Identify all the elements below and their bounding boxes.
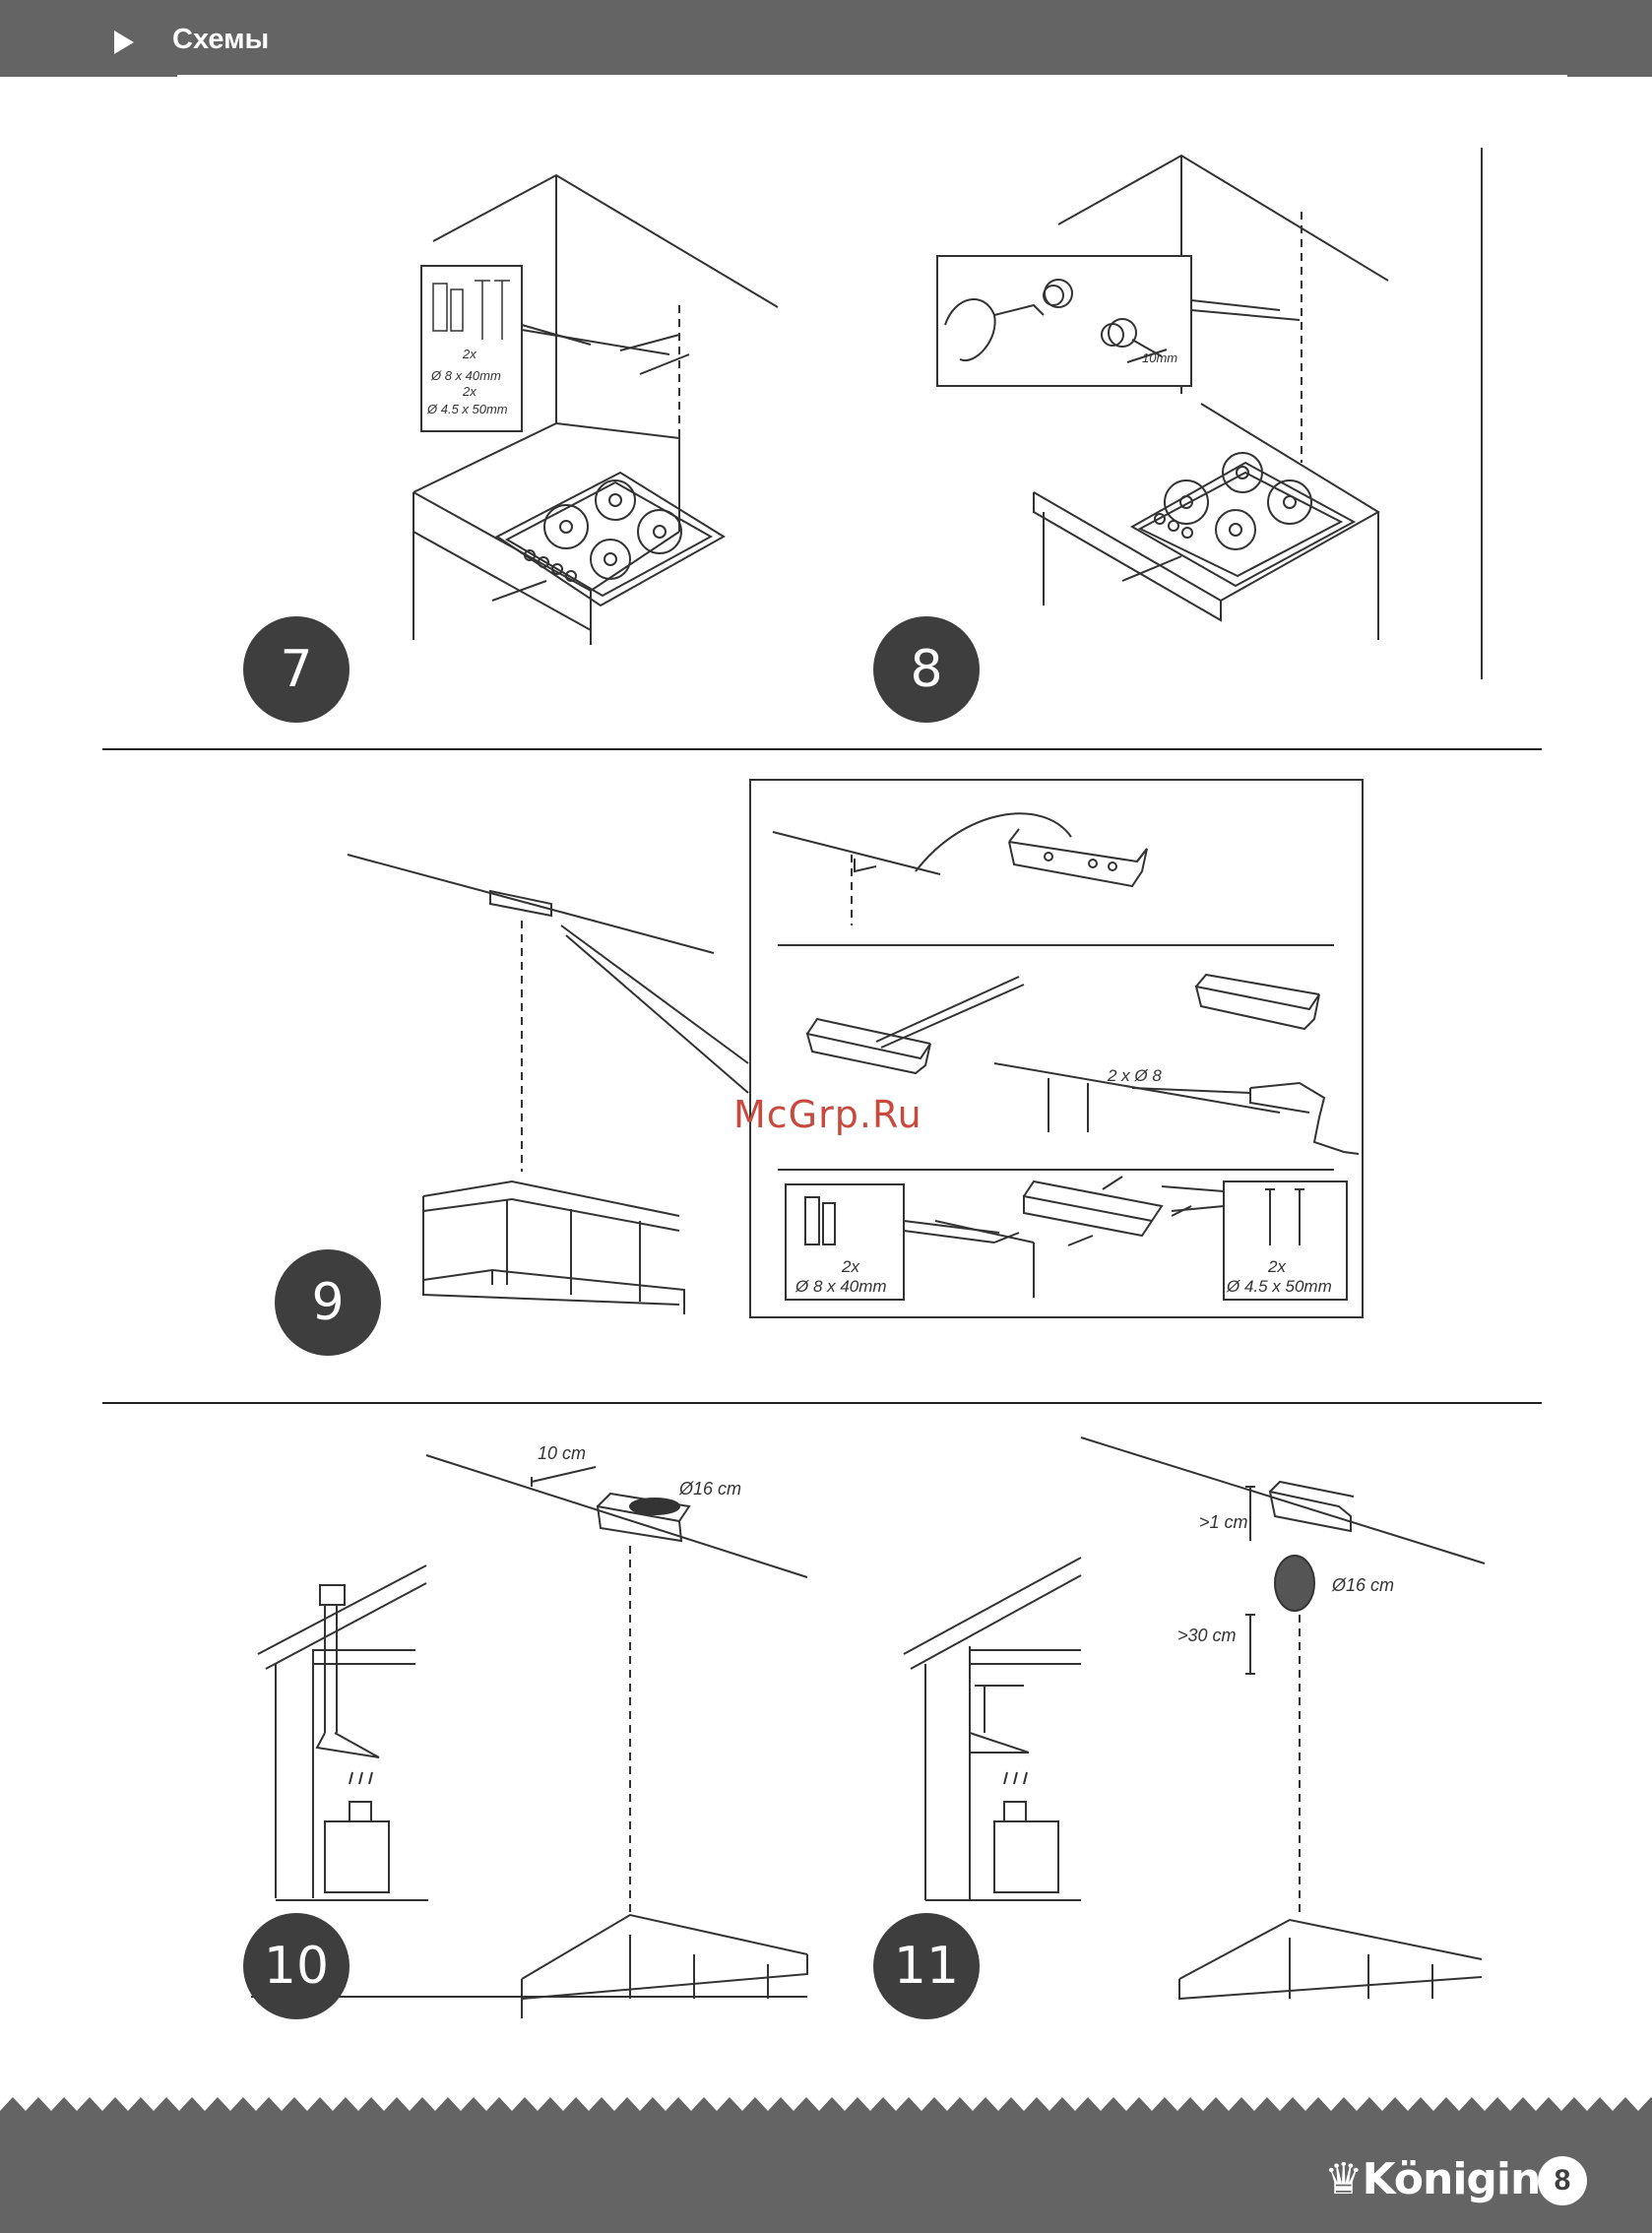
fig10-distance: 10 cm [538,1443,586,1463]
fig8-gap: 10mm [1142,351,1177,365]
step-badge-11: 11 [873,1913,980,2019]
fig11-min-height: >30 cm [1177,1626,1237,1645]
step-badge-10: 10 [243,1913,349,2019]
step-badge-9: 9 [275,1249,381,1356]
fig9-drill: 2 x Ø 8 [1107,1066,1162,1085]
fig7-count-a: 2x [462,347,477,361]
watermark: McGrp.Ru [733,1093,922,1136]
fig11-min-gap: >1 cm [1199,1512,1248,1532]
fig9-screws-a: Ø 8 x 40mm [794,1277,887,1296]
figure-8 [937,148,1482,679]
brand-logo: ♛Königin [1324,2154,1540,2204]
fig10-diameter: Ø16 cm [678,1479,741,1499]
fig7-screws-a: Ø 8 x 40mm [430,368,501,383]
fig9-screws-b: Ø 4.5 x 50mm [1226,1277,1332,1296]
brand-name: Königin [1362,2154,1540,2204]
figure-labels: 2x Ø 8 x 40mm 2x Ø 4.5 x 50mm 10mm 2 x Ø… [426,347,1394,1645]
figure-9 [348,855,748,1314]
fig11-diameter: Ø16 cm [1331,1575,1394,1595]
figure-9-inset [750,780,1363,1317]
page-number: 8 [1538,2156,1587,2205]
crown-icon: ♛ [1324,2154,1362,2204]
fig7-count-b: 2x [462,384,477,399]
step-badge-8: 8 [873,616,980,723]
figure-11 [904,1437,1485,1999]
step-badge-7: 7 [243,616,349,723]
fig7-screws-b: Ø 4.5 x 50mm [426,402,508,416]
fig9-count-b: 2x [1267,1257,1286,1276]
fig9-count-a: 2x [841,1257,859,1276]
